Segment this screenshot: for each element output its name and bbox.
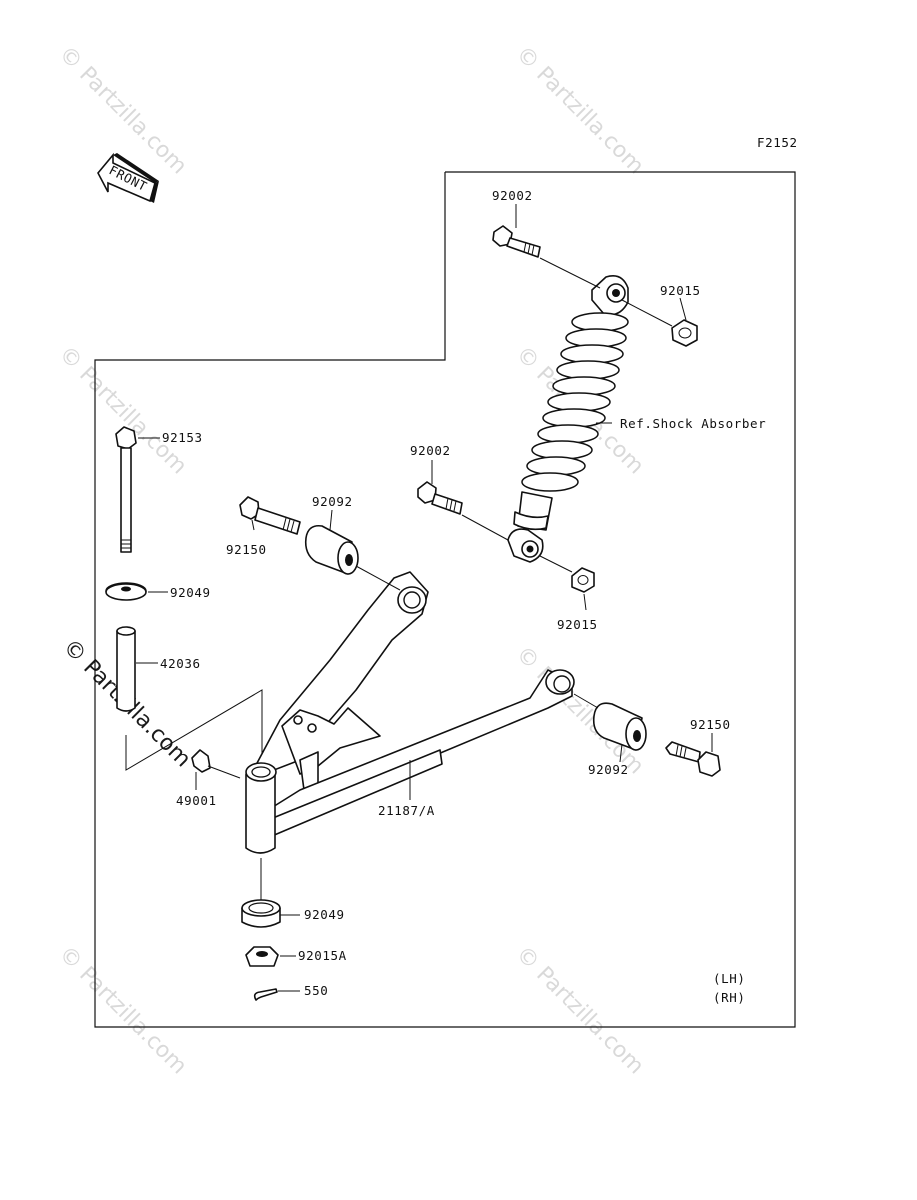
label-bushing-right: 92092: [588, 762, 629, 777]
label-bushing-top: 92092: [312, 494, 353, 509]
bushing-top: [304, 524, 359, 575]
label-nut-top: 92015: [660, 283, 701, 298]
grease-nipple: [191, 749, 241, 779]
bolt-arm-left: [239, 496, 301, 535]
label-shock: Ref.Shock Absorber: [620, 416, 766, 431]
axis-top-bolt: [539, 257, 601, 289]
bolt-arm-right: [665, 741, 721, 777]
label-grease-nipple: 49001: [176, 793, 217, 808]
collar: [116, 626, 136, 712]
collar-leader-box: [125, 689, 263, 771]
label-bolt-top: 92002: [492, 188, 533, 203]
bolt-mid: [417, 481, 463, 515]
washer-top: [105, 582, 147, 601]
label-arm: 21187/A: [378, 803, 435, 818]
label-nut-mid: 92015: [557, 617, 598, 632]
label-collar: 42036: [160, 656, 201, 671]
label-washer-top: 92049: [170, 585, 211, 600]
watermark-6: © Partzilla.com: [54, 942, 192, 1080]
watermark-7: © Partzilla.com: [511, 942, 649, 1080]
label-bolt-arm-right: 92150: [690, 717, 731, 732]
label-washer-bottom: 92049: [304, 907, 345, 922]
bolt-top: [492, 225, 541, 258]
figure-code: F2152: [757, 135, 798, 150]
label-bolt-long: 92153: [162, 430, 203, 445]
leader-lines: [136, 204, 713, 992]
nut-bottom: [245, 946, 279, 967]
washer-bottom: [241, 899, 281, 928]
nut-mid: [571, 567, 595, 593]
watermark-2: © Partzilla.com: [511, 42, 649, 180]
label-bolt-arm-left: 92150: [226, 542, 267, 557]
note-rh: (RH): [713, 990, 746, 1005]
bolt-long: [115, 426, 137, 553]
shock-absorber: [507, 275, 629, 563]
cotter-pin: [253, 988, 278, 1001]
diagram-frame: [94, 171, 796, 1028]
a-arm: [245, 571, 575, 854]
nut-top: [671, 319, 698, 347]
label-nut-bottom: 92015A: [298, 948, 347, 963]
label-cotter-pin: 550: [304, 983, 328, 998]
label-bolt-mid: 92002: [410, 443, 451, 458]
front-arrow-icon: FRONT: [97, 152, 159, 203]
note-lh: (LH): [713, 971, 746, 986]
